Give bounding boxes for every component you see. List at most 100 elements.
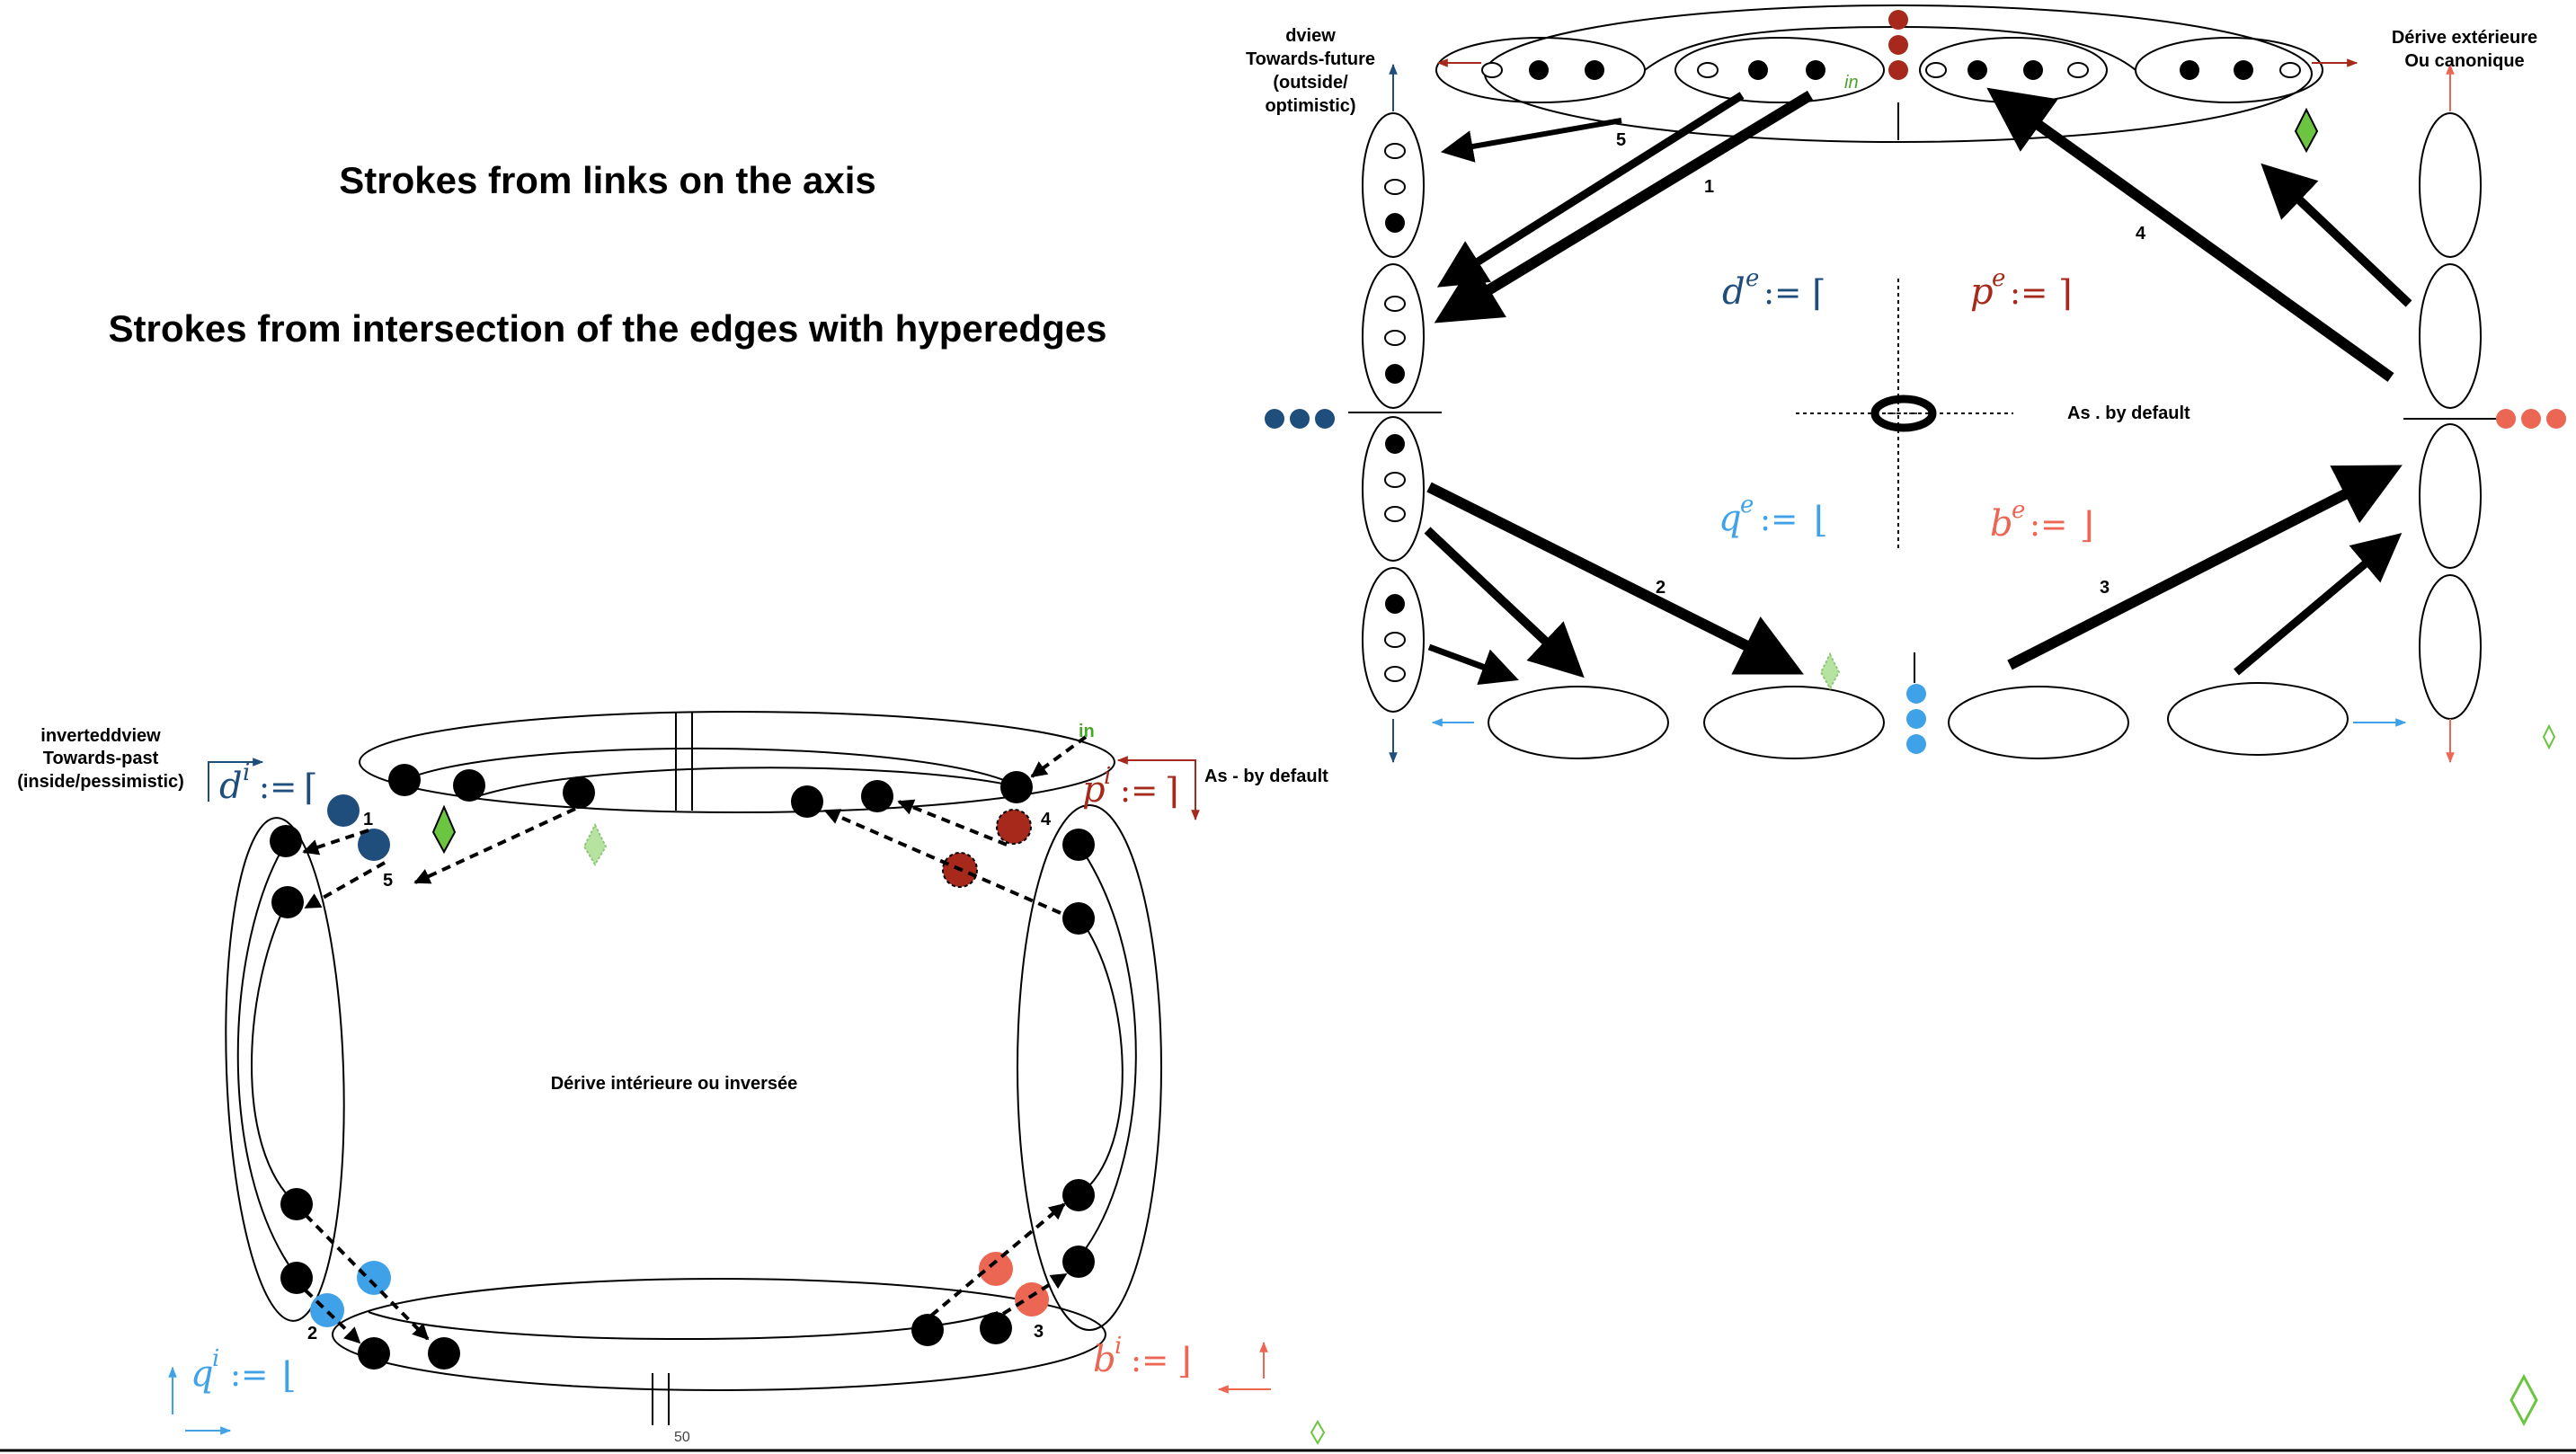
title-intersection: Strokes from intersection of the edges w… [109,307,1107,350]
left-diagram [225,711,1162,1425]
right-top-link [1897,26,2136,71]
small-diamond-icon [2542,723,2556,750]
dark-blue-node [358,829,390,861]
right-view-sub2: (outside/ [1273,73,1348,93]
left-arrow-3a [929,1202,1066,1317]
right-b-formula: b e := ⌋ [1990,497,2094,546]
left-view-sub2: (inside/pessimistic) [17,772,184,792]
right-arrow-4b [2261,163,2412,307]
right-bottom-hyperedge [2167,682,2349,756]
b-symbol: b [1990,503,2013,545]
left-p-formula: p i := ⌉ [1082,763,1179,812]
d-bracket: ⌈ [304,767,318,809]
left-arrow-1 [302,829,369,856]
right-canon-title: Dérive extérieure [2392,28,2537,48]
left-as-default: As - by default [1204,767,1328,786]
right-p-formula: p e := ⌉ [1970,265,2073,315]
light-green-diamond-icon [1819,652,1841,691]
left-arrow-4b [823,809,1061,915]
dark-blue-node [1315,409,1335,429]
p-assign: := [1120,773,1158,810]
open-node [1481,62,1503,78]
open-node [1384,296,1406,312]
open-node [1384,632,1406,648]
right-arrow-2a [1426,482,1804,675]
right-view-title: dview [1285,26,1336,46]
right-bottom-hyperedge [1488,686,1669,759]
open-node [1384,143,1406,159]
open-node [2067,62,2089,78]
dark-blue-node [327,794,360,827]
right-top-link [1644,26,1899,71]
right-right-hyperedge [2419,112,2482,258]
left-view-title: inverteddview [40,726,161,746]
left-node [388,764,421,796]
d-symbol: d [1722,271,1745,313]
left-b-formula: b i := ⌋ [1093,1333,1192,1382]
right-num-3: 3 [2100,578,2110,598]
q-bracket: ⌊ [1814,500,1828,541]
left-node [428,1337,460,1370]
left-node [271,886,304,918]
p-symbol: p [1970,271,1994,313]
right-node [1748,60,1768,80]
p-bracket: ⌉ [1165,771,1179,812]
left-bottom-edge-inner [368,1311,999,1340]
right-diamonds [1819,107,2556,1427]
left-bottom-hyperedge [332,1278,1106,1391]
dark-blue-node [1290,409,1310,429]
right-node [2023,60,2043,80]
p-superscript: e [1992,265,2005,292]
left-p-arrow [1185,759,1200,821]
right-axis-arrows [1389,58,2455,764]
right-node [1968,60,1987,80]
salmon-node [2496,409,2516,429]
left-arrow-2a [304,1213,430,1341]
left-arrow-1b [304,861,386,909]
left-left-edge-2 [251,900,298,1205]
left-view-sub1: Towards-past [43,749,159,768]
left-top-edge-inner2 [466,767,1021,801]
left-node [270,825,302,857]
right-node [2180,60,2199,80]
b-superscript: i [1115,1333,1122,1360]
right-node [1385,594,1405,614]
right-arrow-numbers: 5 1 4 2 3 [1616,130,2146,598]
right-arrow-4a [1986,87,2394,382]
left-node [358,1337,390,1370]
left-num-1: 1 [363,810,373,829]
left-labels: inverteddview Towards-past (inside/pessi… [17,722,1328,1445]
left-node [791,785,823,818]
left-arrow-numbers: 1 5 4 2 3 [307,810,1052,1343]
right-node [1806,60,1825,80]
left-arrow-4a [897,799,1008,847]
p-assign: := [2010,275,2047,312]
d-symbol: d [219,766,243,807]
left-center-label: Dérive intérieure ou inversée [551,1074,798,1094]
open-node [2279,62,2301,78]
b-symbol: b [1093,1339,1116,1380]
right-left-hyperedge [1362,112,1425,258]
left-nodes [270,764,1095,1370]
right-node [1385,434,1405,454]
p-superscript: i [1104,763,1111,790]
right-bottom-hyperedge [1703,686,1885,759]
right-left-hyperedge [1362,567,1425,713]
salmon-node [979,1252,1013,1286]
green-diamond-icon [431,804,457,855]
left-right-hyperedge [1017,804,1162,1331]
right-in-label: in [1844,73,1859,93]
right-node [1585,60,1604,80]
open-node [1384,472,1406,488]
left-arrow-3b [1001,1272,1068,1316]
right-bottom-hyperedge [1948,686,2129,759]
left-right-edge-1 [1078,844,1137,1259]
salmon-node [2521,409,2541,429]
left-bottom-small: 50 [674,1430,690,1445]
left-node [980,1312,1012,1344]
q-assign: := [1760,501,1798,538]
left-color-nodes [310,794,1049,1327]
dark-red-node [996,809,1032,845]
right-node [1529,60,1549,80]
